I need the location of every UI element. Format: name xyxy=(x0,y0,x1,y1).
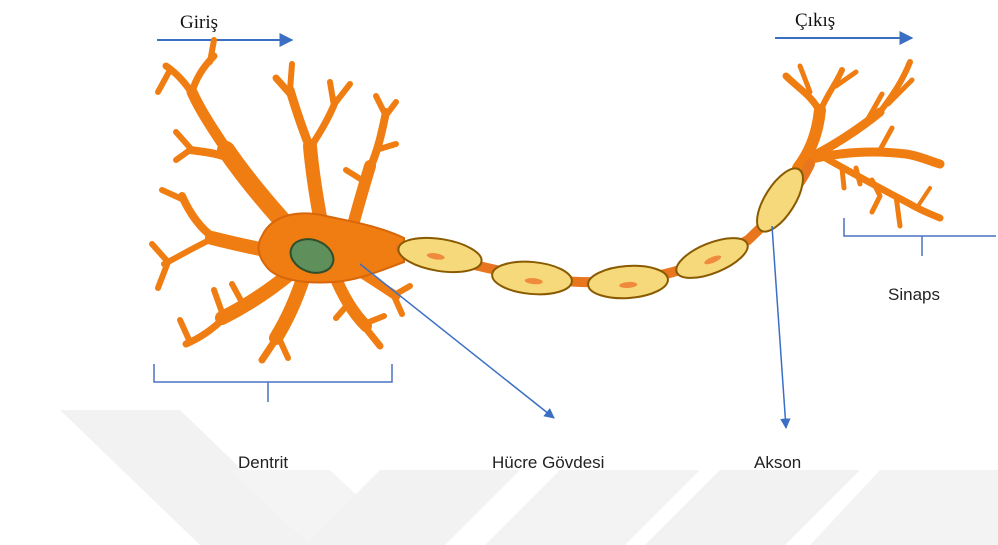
myelin-segment xyxy=(491,259,573,298)
cell-body xyxy=(259,213,404,282)
axon xyxy=(396,162,812,301)
myelin-segment xyxy=(396,233,484,278)
output-indicator: Çıkış xyxy=(775,10,912,38)
myelin-segment xyxy=(748,162,812,239)
dendrite-label: Dentrit xyxy=(238,453,288,472)
cell-body-label: Hücre Gövdesi xyxy=(492,453,604,472)
dendrite-bracket xyxy=(154,364,392,402)
axon-terminal xyxy=(786,62,940,226)
input-label: Giriş xyxy=(180,12,218,33)
input-indicator: Giriş xyxy=(157,12,292,40)
dendrites xyxy=(152,40,410,360)
synapse-bracket xyxy=(844,218,996,256)
myelin-segment xyxy=(587,263,669,301)
synapse-label: Sinaps xyxy=(888,285,940,304)
axon-arrow xyxy=(772,226,786,428)
output-label: Çıkış xyxy=(795,10,835,31)
watermark xyxy=(60,410,998,545)
axon-label: Akson xyxy=(754,453,801,472)
myelin-segment xyxy=(671,230,753,286)
